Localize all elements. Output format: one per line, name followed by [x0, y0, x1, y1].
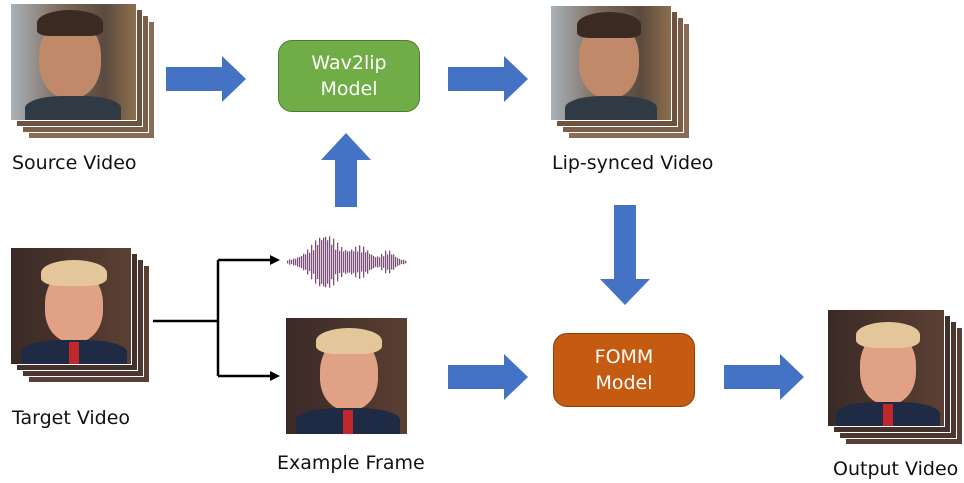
waveform-bar: [395, 256, 397, 268]
waveform-bar: [397, 258, 399, 266]
arrow-lipsync-to-fomm: [600, 205, 650, 305]
waveform-bar: [347, 251, 349, 273]
waveform-bar: [371, 254, 373, 270]
waveform-bar: [381, 253, 383, 271]
waveform-bar: [303, 253, 305, 271]
waveform-bar: [289, 259, 291, 265]
waveform-bar: [311, 244, 313, 280]
waveform-bar: [309, 252, 311, 272]
lip-synced-face-thumbnail: [550, 5, 672, 121]
waveform-bar: [349, 251, 351, 273]
target-face-thumbnail: [10, 247, 132, 365]
waveform-bar: [383, 256, 385, 268]
waveform-bar: [345, 250, 347, 274]
waveform-bar: [355, 246, 357, 278]
source-video-stack: [10, 3, 160, 143]
waveform-bar: [305, 254, 307, 270]
hair-shape: [37, 10, 103, 36]
waveform-bar: [361, 252, 363, 272]
waveform-bar: [295, 258, 297, 266]
waveform-bar: [327, 240, 329, 284]
waveform-bar: [353, 251, 355, 273]
waveform-bar: [339, 250, 341, 274]
hair-shape: [316, 328, 382, 354]
waveform-bar: [291, 259, 293, 265]
waveform-bar: [379, 257, 381, 267]
target-split-connector: [153, 258, 272, 378]
waveform-bar: [325, 236, 327, 288]
waveform-bar: [357, 251, 359, 273]
waveform-bar: [323, 237, 325, 287]
waveform-bar: [363, 246, 365, 278]
waveform-bar: [377, 256, 379, 268]
tie-shape: [883, 404, 893, 426]
waveform-bar: [313, 250, 315, 274]
waveform-bar: [373, 255, 375, 269]
lip-synced-video-stack: [550, 5, 695, 143]
example-frame-label: Example Frame: [277, 452, 425, 474]
waveform-bar: [321, 240, 323, 284]
arrowhead-to-example: [270, 371, 280, 381]
source-face-thumbnail: [10, 3, 137, 121]
target-video-label: Target Video: [12, 407, 131, 429]
waveform-bar: [307, 249, 309, 275]
waveform-bar: [367, 250, 369, 274]
arrowhead-to-audio: [270, 255, 280, 265]
waveform-bar: [351, 249, 353, 275]
target-video-stack: [10, 247, 155, 387]
hair-shape: [577, 12, 641, 38]
waveform-bar: [341, 247, 343, 277]
fomm-model-box: FOMM Model: [553, 333, 695, 407]
output-face-thumbnail: [827, 309, 945, 427]
arrow-example-to-fomm: [448, 354, 528, 400]
tie-shape: [69, 342, 79, 364]
waveform-bar: [369, 253, 371, 271]
waveform-bar: [335, 249, 337, 275]
waveform-bar: [287, 260, 289, 264]
tie-shape: [343, 410, 353, 434]
output-video-label: Output Video: [833, 458, 959, 480]
hair-shape: [856, 322, 920, 348]
arrow-source-to-wav2lip: [166, 56, 246, 102]
waveform-bar: [359, 245, 361, 279]
waveform-bar: [387, 254, 389, 270]
lip-synced-video-label: Lip-synced Video: [552, 152, 714, 174]
waveform-bar: [405, 260, 407, 264]
arrow-wav2lip-to-lipsync: [448, 56, 528, 102]
waveform-bar: [385, 250, 387, 274]
waveform-bar: [399, 258, 401, 266]
waveform-bar: [319, 237, 321, 287]
waveform-bar: [331, 244, 333, 280]
hair-shape: [41, 260, 107, 286]
waveform-bar: [329, 236, 331, 288]
waveform-bar: [393, 254, 395, 270]
waveform-bar: [317, 244, 319, 280]
waveform-bar: [293, 258, 295, 266]
waveform-bar: [333, 238, 335, 286]
arrow-audio-to-wav2lip: [321, 133, 371, 207]
example-frame-thumbnail: [286, 318, 407, 434]
waveform-bar: [301, 255, 303, 269]
waveform-bar: [297, 257, 299, 267]
waveform-bar: [389, 250, 391, 274]
waveform-bar: [401, 259, 403, 265]
source-video-label: Source Video: [12, 152, 137, 174]
waveform-bar: [391, 254, 393, 270]
waveform-bar: [343, 251, 345, 273]
waveform-bar: [365, 252, 367, 272]
shirt-shape: [565, 96, 657, 120]
waveform-bar: [337, 242, 339, 282]
output-video-stack: [827, 309, 964, 449]
shirt-shape: [25, 96, 121, 120]
wav2lip-model-box: Wav2lip Model: [278, 40, 420, 112]
waveform-bar: [403, 259, 405, 265]
waveform-bar: [299, 256, 301, 268]
waveform-bar: [315, 240, 317, 284]
audio-waveform-icon: [287, 236, 407, 288]
waveform-bar: [375, 257, 377, 267]
arrow-fomm-to-output: [724, 354, 804, 400]
